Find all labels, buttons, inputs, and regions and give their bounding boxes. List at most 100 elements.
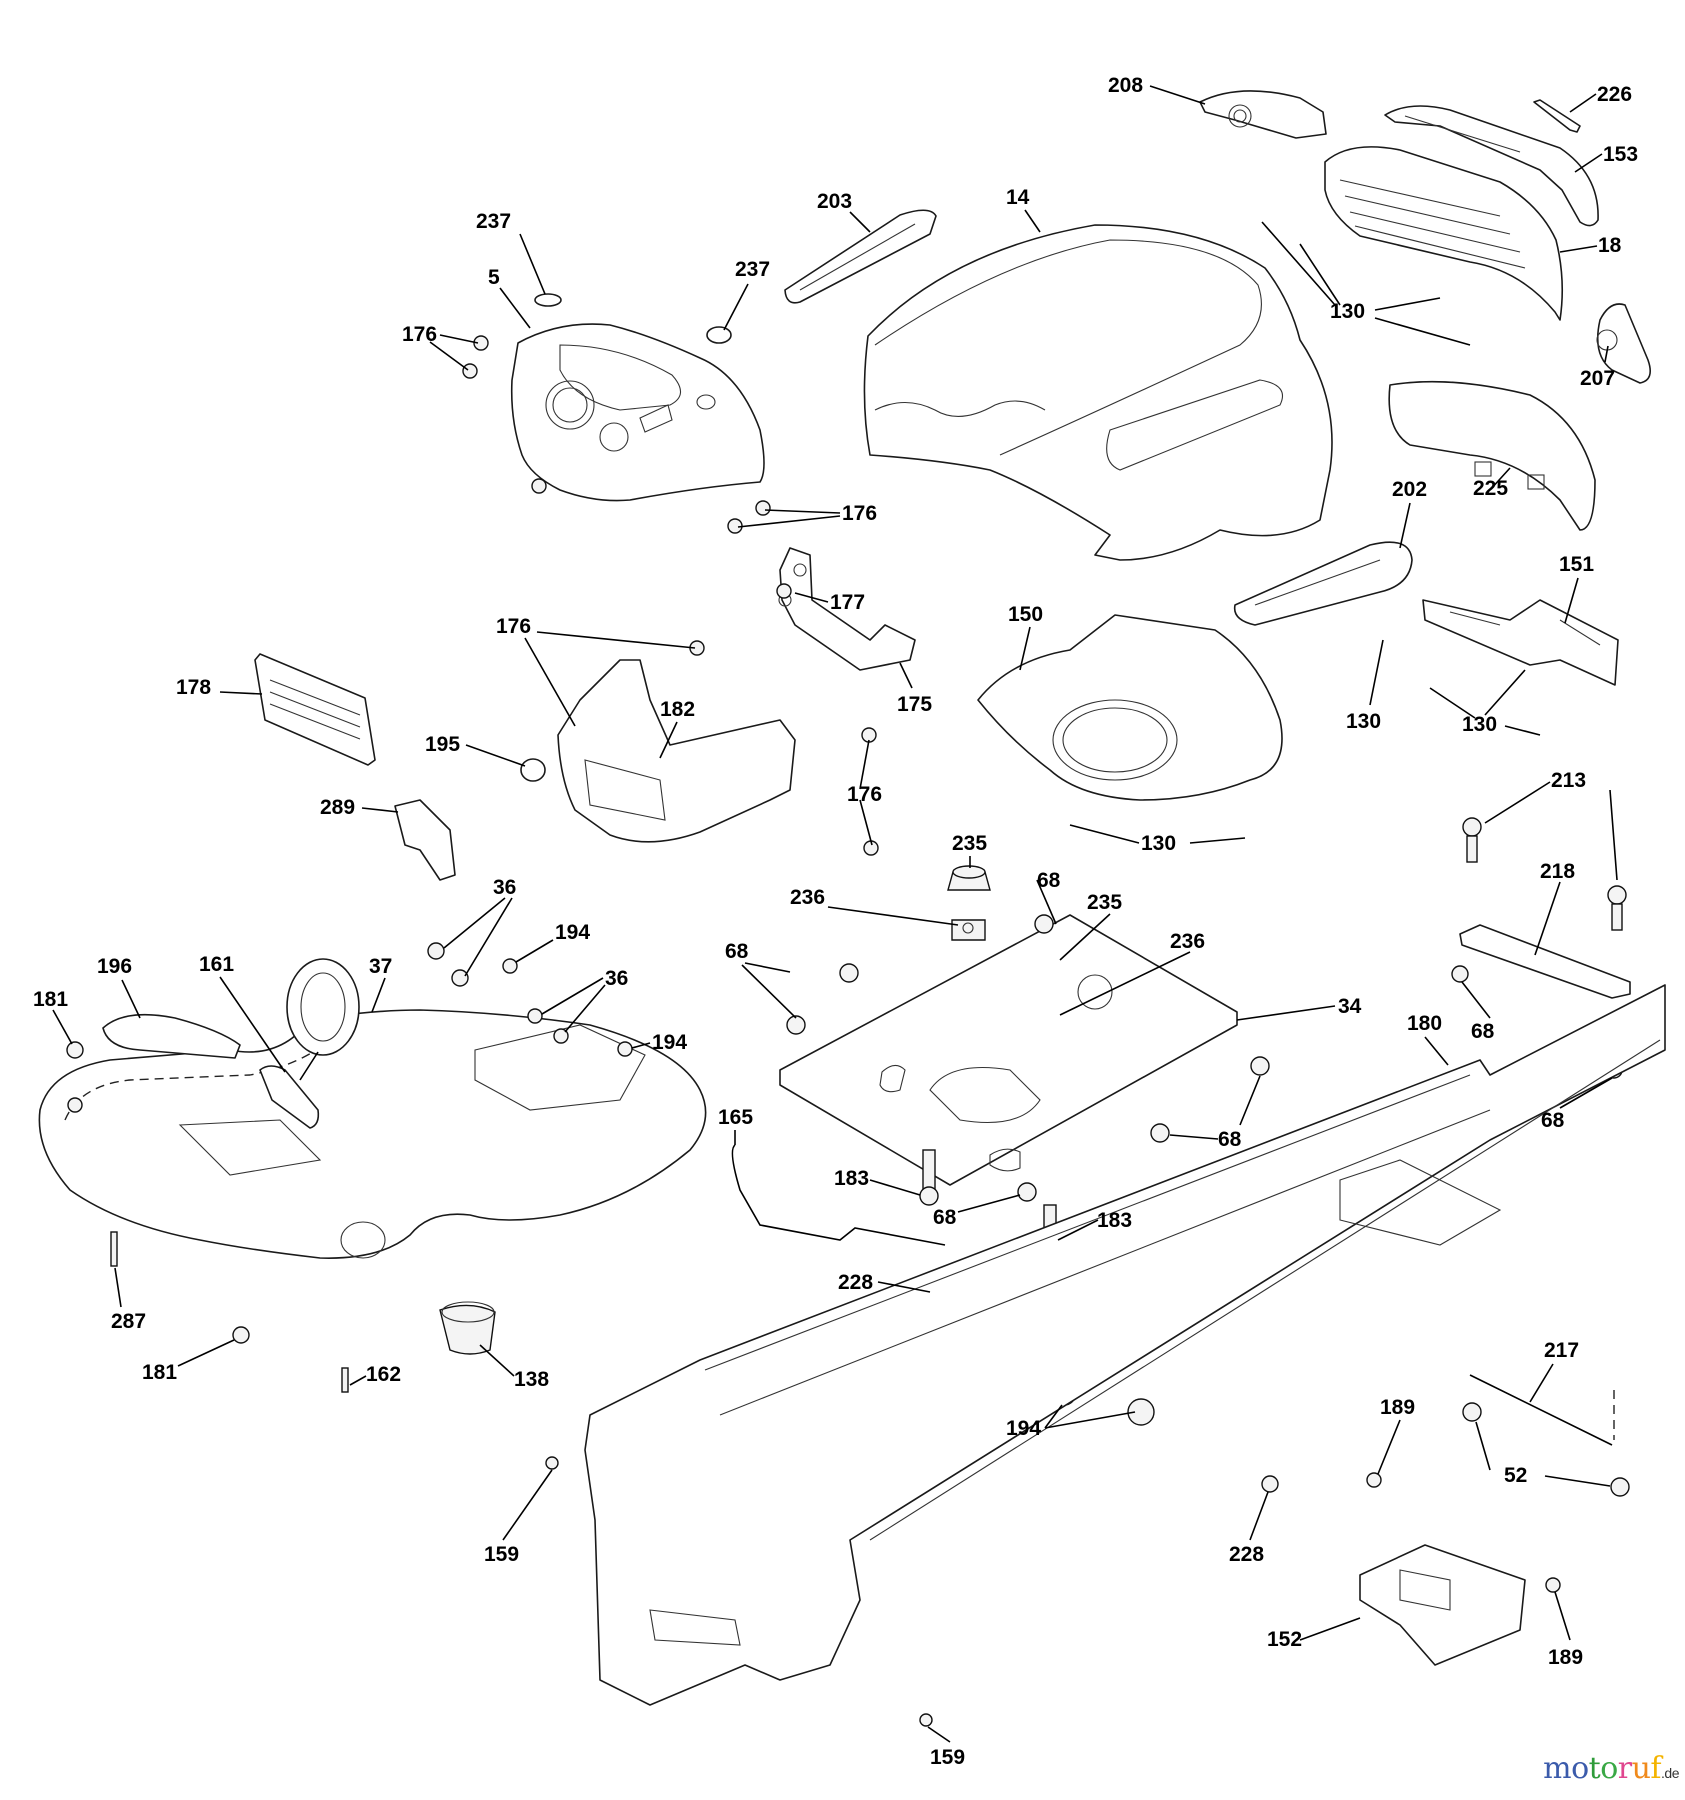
part-181-clips[interactable] [66, 1041, 250, 1344]
callout-138[interactable]: 138 [479, 1344, 549, 1391]
callout-label[interactable]: 226 [1597, 83, 1632, 106]
callout-178[interactable]: 178 [176, 676, 263, 699]
callout-181[interactable]: 181 [142, 1339, 235, 1384]
part-182-lower-panel[interactable] [557, 659, 796, 843]
callout-label[interactable]: 34 [1338, 995, 1362, 1018]
callout-208[interactable]: 208 [1108, 74, 1206, 105]
callout-label[interactable]: 181 [33, 988, 68, 1011]
callout-68[interactable]: 68 [1169, 1075, 1261, 1151]
part-225-bumper[interactable] [1388, 380, 1596, 531]
callout-237[interactable]: 237 [476, 210, 546, 295]
part-37-fender[interactable] [38, 1009, 707, 1259]
callout-176[interactable]: 176 [496, 615, 696, 727]
callout-label[interactable]: 235 [952, 832, 987, 855]
part-150-shroud[interactable] [977, 614, 1283, 801]
callout-203[interactable]: 203 [817, 190, 871, 233]
callout-213[interactable]: 213 [1484, 769, 1618, 881]
part-34-engine-plate[interactable] [779, 914, 1238, 1186]
part-203-dash-trim[interactable] [784, 209, 937, 304]
part-189-bolts[interactable] [1366, 1472, 1561, 1593]
callout-label[interactable]: 130 [1330, 300, 1365, 323]
callout-label[interactable]: 196 [97, 955, 132, 978]
callout-label[interactable]: 176 [842, 502, 877, 525]
callout-161[interactable]: 161 [199, 953, 286, 1073]
callout-34[interactable]: 34 [1236, 995, 1362, 1021]
callout-130[interactable]: 130 [1261, 221, 1471, 346]
callout-label[interactable]: 36 [493, 876, 516, 899]
callout-68[interactable]: 68 [1541, 1077, 1613, 1132]
part-202-side-vent[interactable] [1233, 541, 1413, 626]
callout-label[interactable]: 189 [1548, 1646, 1583, 1669]
callout-label[interactable]: 52 [1504, 1464, 1527, 1487]
callout-130[interactable]: 130 [1069, 824, 1246, 855]
callout-176[interactable]: 176 [737, 502, 877, 528]
callout-label[interactable]: 289 [320, 796, 355, 819]
callout-36[interactable]: 36 [443, 876, 516, 977]
callout-label[interactable]: 162 [366, 1363, 401, 1386]
callout-152[interactable]: 152 [1267, 1617, 1361, 1651]
callout-label[interactable]: 237 [476, 210, 511, 233]
callout-217[interactable]: 217 [1529, 1339, 1579, 1403]
callout-150[interactable]: 150 [1008, 603, 1043, 671]
part-36-bolts[interactable] [427, 942, 569, 1044]
part-178-grille[interactable] [254, 653, 376, 766]
callout-225[interactable]: 225 [1473, 467, 1511, 500]
callout-label[interactable]: 36 [605, 967, 628, 990]
callout-153[interactable]: 153 [1574, 143, 1638, 173]
callout-label[interactable]: 181 [142, 1361, 177, 1384]
callout-183[interactable]: 183 [1057, 1209, 1132, 1241]
callout-label[interactable]: 228 [838, 1271, 873, 1294]
callout-175[interactable]: 175 [897, 662, 932, 716]
callout-label[interactable]: 165 [718, 1106, 753, 1129]
callout-183[interactable]: 183 [834, 1167, 921, 1196]
callout-159[interactable]: 159 [484, 1469, 553, 1566]
callout-label[interactable]: 159 [930, 1746, 965, 1769]
callout-218[interactable]: 218 [1534, 860, 1575, 956]
part-18-grille[interactable] [1324, 146, 1564, 321]
callout-151[interactable]: 151 [1559, 553, 1594, 624]
callout-label[interactable]: 130 [1346, 710, 1381, 733]
callout-287[interactable]: 287 [111, 1267, 146, 1333]
part-5-dash-panel[interactable] [510, 323, 765, 502]
callout-235[interactable]: 235 [1059, 891, 1122, 961]
callout-189[interactable]: 189 [1548, 1591, 1583, 1669]
callout-176[interactable]: 176 [847, 739, 882, 846]
callout-37[interactable]: 37 [369, 955, 392, 1013]
part-289-bracket[interactable] [394, 799, 456, 881]
callout-label[interactable]: 130 [1141, 832, 1176, 855]
part-207-headlight[interactable] [1596, 303, 1651, 384]
callout-label[interactable]: 183 [1097, 1209, 1132, 1232]
part-177-nut[interactable] [776, 583, 792, 599]
callout-label[interactable]: 189 [1380, 1396, 1415, 1419]
callout-label[interactable]: 153 [1603, 143, 1638, 166]
callout-label[interactable]: 14 [1006, 186, 1030, 209]
callout-165[interactable]: 165 [718, 1106, 753, 1145]
part-165-rod[interactable] [731, 1144, 946, 1246]
part-159-screws[interactable] [545, 1456, 933, 1727]
callout-label[interactable]: 176 [496, 615, 531, 638]
part-287-162-screws[interactable] [110, 1231, 349, 1393]
part-226-strip[interactable] [1533, 99, 1581, 133]
part-196-plate[interactable] [102, 1013, 241, 1059]
callout-label[interactable]: 194 [555, 921, 590, 944]
part-52-bushings[interactable] [1462, 1402, 1630, 1497]
callout-label[interactable]: 150 [1008, 603, 1043, 626]
callout-label[interactable]: 159 [484, 1543, 519, 1566]
callout-202[interactable]: 202 [1392, 478, 1427, 549]
callout-130[interactable]: 130 [1346, 639, 1384, 733]
callout-5[interactable]: 5 [488, 266, 531, 329]
callout-label[interactable]: 237 [735, 258, 770, 281]
part-152-shield[interactable] [1359, 1544, 1526, 1666]
callout-194[interactable]: 194 [1006, 1404, 1136, 1440]
callout-68[interactable]: 68 [1461, 981, 1495, 1043]
callout-label[interactable]: 152 [1267, 1628, 1302, 1651]
callout-label[interactable]: 228 [1229, 1543, 1264, 1566]
callout-label[interactable]: 68 [1471, 1020, 1495, 1043]
part-208-light-housing[interactable] [1199, 90, 1327, 139]
part-138-bushing[interactable] [439, 1301, 496, 1355]
callout-194[interactable]: 194 [631, 1031, 687, 1054]
callout-18[interactable]: 18 [1559, 234, 1622, 257]
callout-181[interactable]: 181 [33, 988, 73, 1045]
callout-177[interactable]: 177 [794, 591, 865, 614]
callout-226[interactable]: 226 [1569, 83, 1632, 113]
